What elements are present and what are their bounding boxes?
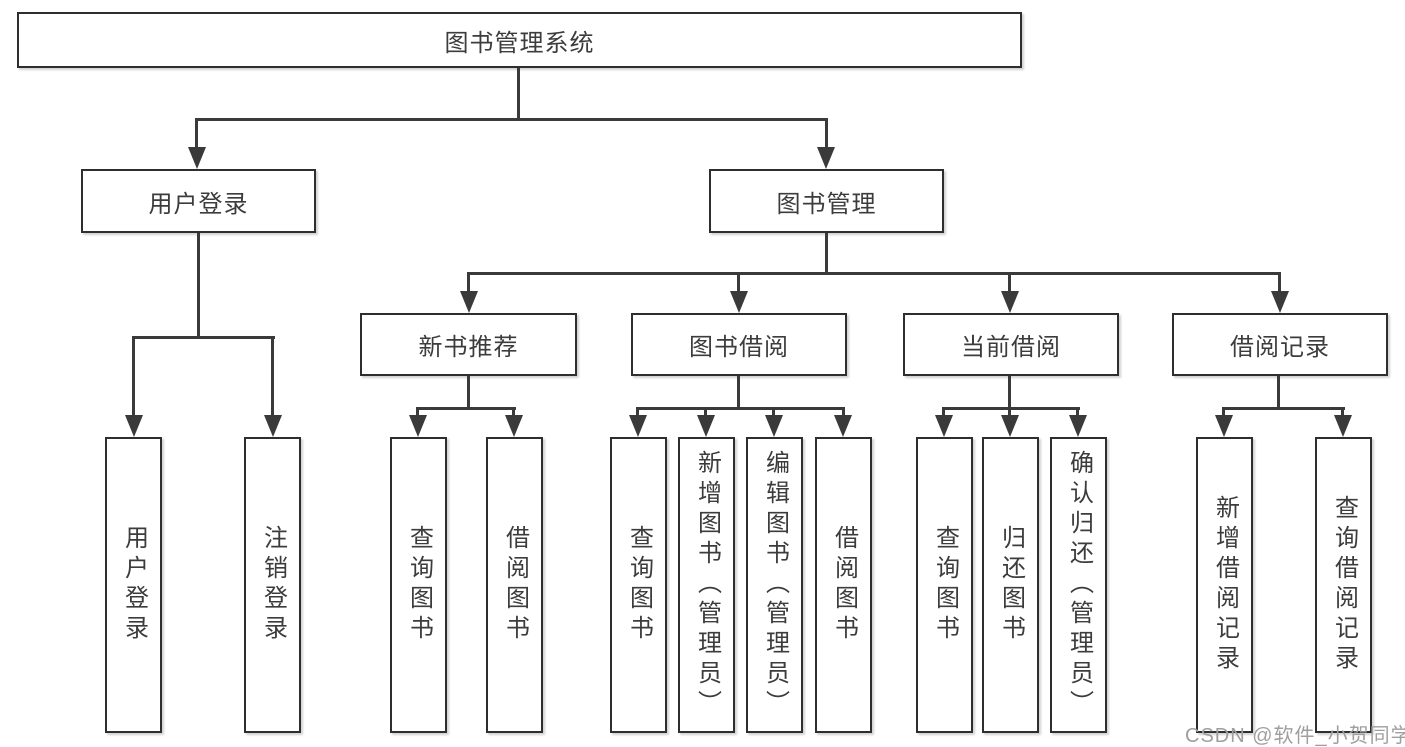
connector-stem-cb-query	[942, 407, 945, 417]
connector-stem-borrow-records	[1278, 272, 1281, 293]
leaf-current-return-books: 归还图书	[982, 437, 1039, 733]
connector-stem-bb-query	[636, 407, 639, 417]
connector-stem-bb-add	[704, 407, 707, 417]
leaf-recommend-query-books: 查询图书	[390, 437, 447, 733]
arrowhead-bb-query	[629, 415, 647, 437]
node-borrow-records: 借阅记录	[1172, 313, 1388, 376]
leaf-current-confirm-return-admin: 确认归还（管理员）	[1050, 437, 1107, 733]
connector-new-book-split	[416, 407, 516, 410]
connector-stem-br-add	[1222, 407, 1225, 417]
leaf-user-login: 用户登录	[105, 437, 162, 733]
connector-stem-logout-leaf	[271, 336, 274, 417]
arrowhead-new-book	[460, 291, 478, 313]
leaf-borrow-edit-books-admin: 编辑图书（管理员）	[746, 437, 803, 733]
connector-book-management-stem	[825, 233, 828, 275]
connector-stem-book-borrow	[737, 272, 740, 293]
node-current-borrow: 当前借阅	[903, 313, 1119, 376]
arrowhead-bb-add	[697, 415, 715, 437]
leaf-current-query-books: 查询图书	[916, 437, 973, 733]
arrowhead-bb-edit	[765, 415, 783, 437]
arrowhead-br-query	[1334, 415, 1352, 437]
connector-book-borrow-split	[636, 407, 845, 410]
node-new-book-recommend: 新书推荐	[360, 313, 577, 376]
arrowhead-br-add	[1215, 415, 1233, 437]
connector-stem-user-login	[195, 118, 198, 149]
connector-stem-nb-borrow	[512, 407, 515, 417]
connector-borrow-records-split	[1222, 407, 1345, 410]
connector-user-login-stem	[197, 233, 200, 339]
connector-book-borrow-stem	[737, 376, 740, 410]
node-user-login: 用户登录	[81, 169, 316, 233]
arrowhead-book-management	[817, 147, 835, 169]
leaf-logout: 注销登录	[244, 437, 301, 733]
connector-stem-current-borrow	[1008, 272, 1011, 293]
leaf-borrow-borrow-books: 借阅图书	[815, 437, 872, 733]
arrowhead-nb-borrow	[505, 415, 523, 437]
arrowhead-cb-query	[935, 415, 953, 437]
node-library-management-system: 图书管理系统	[17, 12, 1022, 68]
leaf-records-add-record: 新增借阅记录	[1196, 437, 1253, 733]
arrowhead-current-borrow	[1001, 291, 1019, 313]
connector-current-borrow-split	[942, 407, 1080, 410]
connector-user-login-split	[132, 336, 275, 339]
arrowhead-logout-leaf	[264, 415, 282, 437]
node-book-management: 图书管理	[709, 169, 944, 233]
connector-stem-bb-borrow	[842, 407, 845, 417]
connector-stem-login-leaf	[132, 336, 135, 417]
arrowhead-book-borrow	[730, 291, 748, 313]
connector-stem-nb-query	[416, 407, 419, 417]
arrowhead-nb-query	[409, 415, 427, 437]
connector-current-borrow-stem	[1008, 376, 1011, 410]
arrowhead-login-leaf	[125, 415, 143, 437]
arrowhead-user-login	[188, 147, 206, 169]
csdn-watermark: CSDN @软件_小贺同学	[1185, 725, 1405, 747]
connector-borrow-records-stem	[1277, 376, 1280, 410]
connector-book-management-split	[467, 272, 1281, 275]
arrowhead-borrow-records	[1271, 291, 1289, 313]
arrowhead-cb-return	[1001, 415, 1019, 437]
leaf-records-query-record: 查询借阅记录	[1315, 437, 1372, 733]
leaf-borrow-add-books-admin: 新增图书（管理员）	[678, 437, 735, 733]
connector-root-split	[196, 118, 828, 121]
connector-stem-new-book	[467, 272, 470, 293]
connector-stem-br-query	[1341, 407, 1344, 417]
leaf-borrow-query-books: 查询图书	[610, 437, 667, 733]
connector-stem-bb-edit	[772, 407, 775, 417]
connector-new-book-stem	[467, 376, 470, 410]
arrowhead-cb-confirm	[1069, 415, 1087, 437]
leaf-recommend-borrow-books: 借阅图书	[486, 437, 543, 733]
node-book-borrow: 图书借阅	[631, 313, 847, 376]
arrowhead-bb-borrow	[834, 415, 852, 437]
connector-stem-book-management	[825, 118, 828, 149]
connector-stem-cb-confirm	[1076, 407, 1079, 417]
connector-root-stem	[517, 68, 520, 120]
connector-stem-cb-return	[1008, 407, 1011, 417]
